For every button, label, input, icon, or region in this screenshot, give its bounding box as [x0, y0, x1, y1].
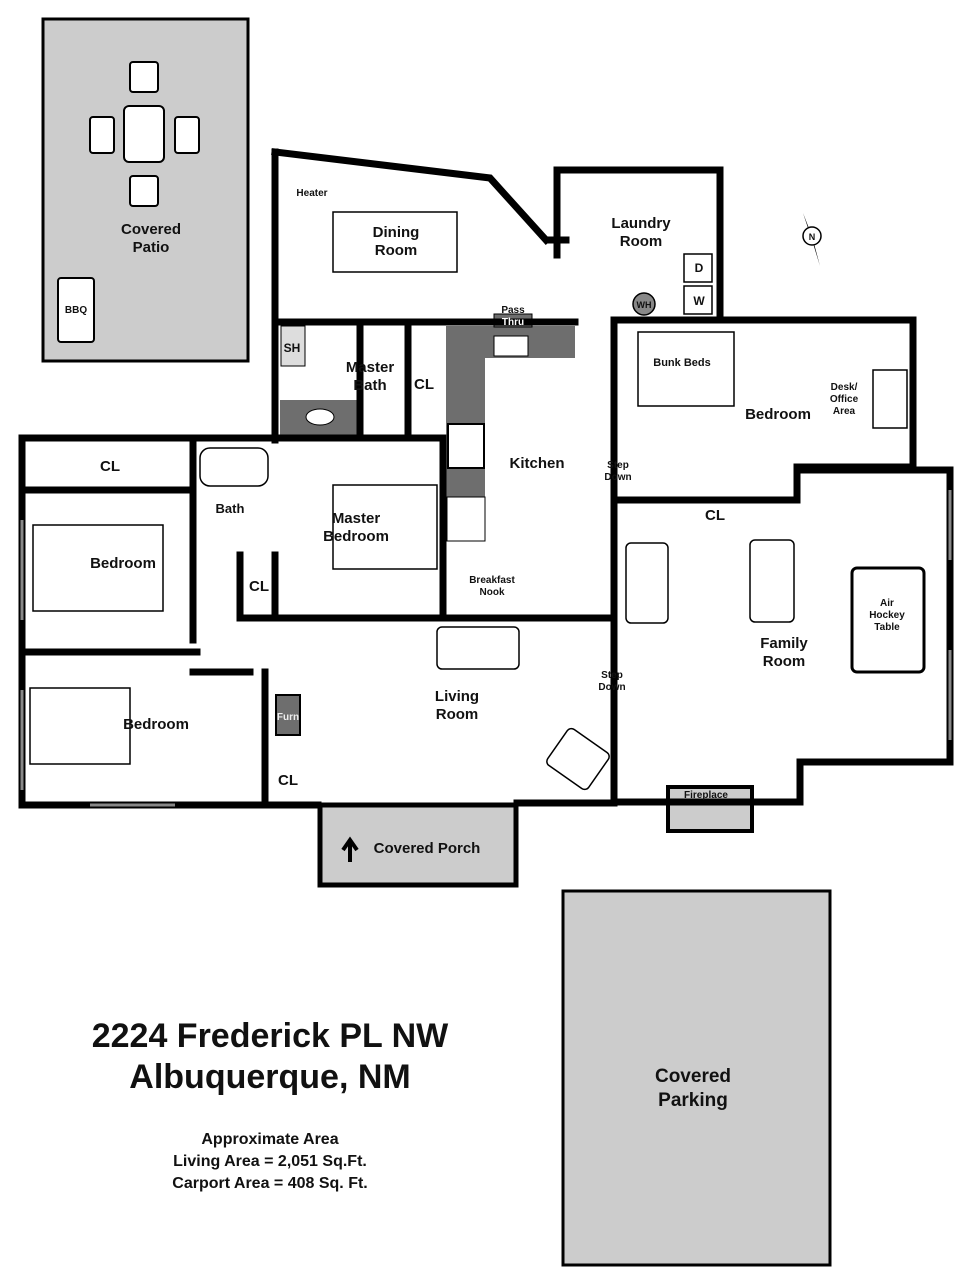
- svg-text:Patio: Patio: [133, 239, 170, 256]
- room-labels: Covered Patio BBQ Heater Dining Room Lau…: [65, 188, 905, 1111]
- master-bath-label: Master: [346, 359, 395, 376]
- svg-text:Area: Area: [833, 406, 856, 417]
- svg-text:Bath: Bath: [353, 377, 386, 394]
- bed-west-2: [29, 687, 131, 765]
- svg-text:Room: Room: [620, 233, 663, 250]
- washer: [683, 285, 713, 315]
- svg-text:Room: Room: [763, 653, 806, 670]
- bedroom-w2-label: Bedroom: [123, 716, 189, 733]
- svg-text:Down: Down: [598, 682, 625, 693]
- sofa: [436, 626, 520, 670]
- svg-text:Parking: Parking: [658, 1090, 728, 1111]
- breakfast-nook-label: Breakfast: [469, 575, 515, 586]
- covered-parking-area: [561, 889, 832, 1267]
- step-down-2-label: Step: [601, 670, 623, 681]
- closet-ne-label: CL: [705, 507, 725, 524]
- dining-table: [332, 211, 458, 273]
- kitchen-label: Kitchen: [509, 455, 564, 472]
- laundry-room-label: Laundry: [611, 215, 671, 232]
- svg-text:Thru: Thru: [502, 317, 524, 328]
- address-line-1: 2224 Frederick PL NW: [91, 1017, 449, 1055]
- desk: [872, 369, 908, 429]
- svg-text:Nook: Nook: [480, 587, 505, 598]
- family-room-label: Family: [760, 635, 808, 652]
- shower-label: SH: [284, 341, 301, 355]
- address-line-2: Albuquerque, NM: [129, 1058, 411, 1096]
- family-sofa-2: [749, 539, 795, 623]
- area-heading: Approximate Area: [201, 1131, 339, 1148]
- water-heater: [632, 292, 656, 316]
- heater-label: Heater: [296, 188, 327, 199]
- kitchen-sink: [493, 335, 529, 357]
- family-sofa-1: [625, 542, 669, 624]
- air-hockey-label: Air: [880, 598, 894, 609]
- windows: [20, 490, 952, 807]
- step-down-1-label: Step: [607, 460, 629, 471]
- desk-office-label: Desk/: [831, 382, 858, 393]
- fireplace: [666, 785, 754, 833]
- air-hockey-table: [850, 566, 926, 674]
- bathtub: [199, 447, 269, 487]
- compass-label: N: [809, 232, 816, 242]
- water-heater-label: WH: [637, 300, 652, 310]
- master-closet-label: CL: [414, 376, 434, 393]
- stove: [447, 423, 485, 469]
- closet-hall-label: CL: [249, 578, 269, 595]
- bunk-beds: [637, 331, 735, 407]
- dryer: [683, 253, 713, 283]
- living-room-label: Living: [435, 688, 479, 705]
- svg-text:Room: Room: [436, 706, 479, 723]
- svg-text:Hockey: Hockey: [869, 610, 905, 621]
- master-bedroom-label: Master: [332, 510, 381, 527]
- svg-text:Bedroom: Bedroom: [323, 528, 389, 545]
- armchair: [546, 727, 610, 791]
- bath-label: Bath: [216, 501, 245, 516]
- bed-west-1: [32, 524, 164, 612]
- covered-patio-label: Covered: [121, 221, 181, 238]
- carport-area: Carport Area = 408 Sq. Ft.: [172, 1175, 368, 1192]
- kitchen-island: [446, 496, 486, 542]
- svg-text:Table: Table: [874, 622, 900, 633]
- closet-w-label: CL: [100, 458, 120, 475]
- furnace: [275, 694, 301, 736]
- closet-s-label: CL: [278, 772, 298, 789]
- bedroom-w1-label: Bedroom: [90, 555, 156, 572]
- shower: [280, 325, 306, 367]
- bbq-grill: [57, 277, 95, 343]
- svg-text:Down: Down: [604, 472, 631, 483]
- living-area: Living Area = 2,051 Sq.Ft.: [173, 1153, 367, 1170]
- pass-thru-label: Pass: [501, 305, 525, 316]
- dryer-label: D: [695, 261, 704, 275]
- svg-text:Office: Office: [830, 394, 859, 405]
- washer-label: W: [693, 294, 705, 308]
- covered-porch-label: Covered Porch: [374, 840, 481, 857]
- bbq-label: BBQ: [65, 305, 87, 316]
- entry-arrow-icon: [341, 836, 359, 862]
- patio-table-set: [89, 61, 200, 207]
- covered-parking-label: Covered: [655, 1066, 731, 1087]
- svg-text:Room: Room: [375, 242, 418, 259]
- fireplace-label: Fireplace: [684, 790, 728, 801]
- bedroom-ne-label: Bedroom: [745, 406, 811, 423]
- dining-room-label: Dining: [373, 224, 420, 241]
- furnace-label: Furn: [277, 712, 299, 723]
- master-bed: [332, 484, 438, 570]
- bunk-beds-label: Bunk Beds: [653, 357, 710, 369]
